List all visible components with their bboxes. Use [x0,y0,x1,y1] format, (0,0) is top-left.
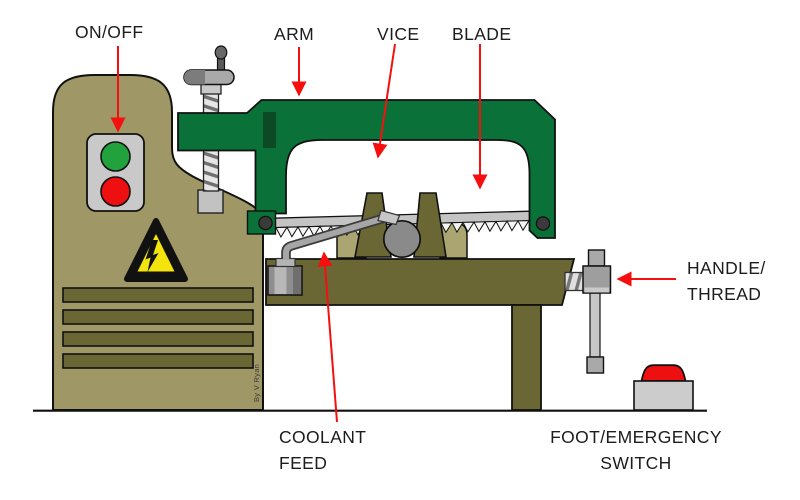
label-vice: VICE [377,24,420,44]
label-foot-line2: SWITCH [600,453,672,473]
arm-shadow [263,112,276,148]
vent-slots [62,287,254,369]
switch-dome [640,364,687,382]
warning-triangle-icon [124,218,188,282]
feed-thread [564,271,585,292]
blade-bolt-right [535,216,551,231]
foot-emergency-switch [633,364,694,411]
blade-bolt-left [258,215,273,231]
label-coolant-line2: FEED [279,453,328,473]
label-coolant-line1: COOLANT [279,427,367,447]
off-button [100,176,131,207]
coolant-pipe [281,209,401,259]
feed-handle-thread [564,249,612,374]
vice-arrow [372,43,396,159]
coolant-arrow [317,251,338,423]
rod-handwheel [183,45,235,86]
bed-leg [511,304,542,411]
label-blade: BLADE [452,24,512,44]
author-credit: By V Ryan [252,363,261,402]
machine-bed [265,258,576,306]
switch-base [633,380,694,411]
label-arm: ARM [274,24,315,44]
arm [177,99,556,239]
label-foot-line1: FOOT/EMERGENCY [550,427,722,447]
label-on-off: ON/OFF [75,22,144,42]
annotation-arrows [110,43,676,423]
label-coolant-feed: COOLANT FEED [279,424,366,476]
workpiece [382,219,422,259]
coolant-nozzle [377,209,401,226]
coolant-pump [267,257,303,296]
label-handle-thread: HANDLE/ THREAD [687,255,766,307]
on-button [100,141,131,172]
label-foot-emergency-switch: FOOT/EMERGENCY SWITCH [546,424,726,476]
label-handle-thread-line2: THREAD [687,284,762,304]
coolant-feed [267,209,401,296]
label-handle-thread-line1: HANDLE/ [687,258,766,278]
on-off-buttons [86,133,145,212]
